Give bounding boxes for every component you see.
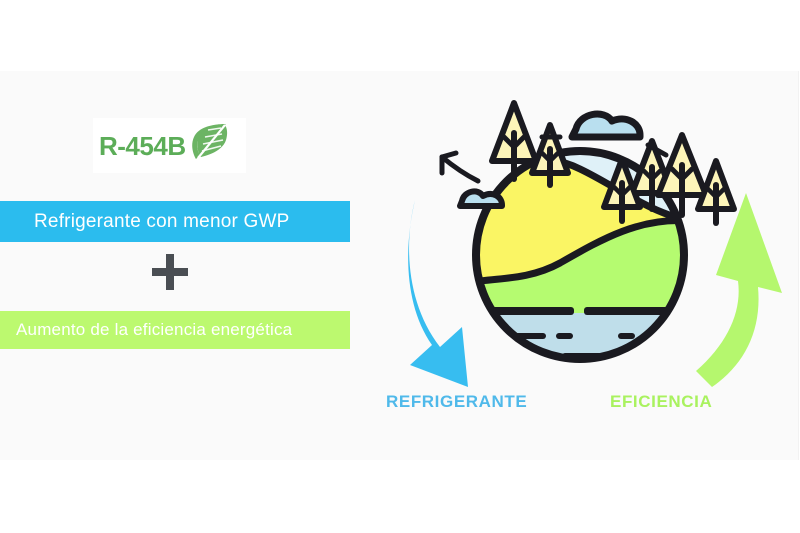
globe bbox=[472, 147, 688, 363]
benefit-label-refrigerant: Refrigerante con menor GWP bbox=[34, 210, 290, 232]
caption-refrigerante: REFRIGERANTE bbox=[386, 392, 528, 411]
benefit-pill-refrigerant: Refrigerante con menor GWP bbox=[0, 201, 350, 242]
efficiency-arrow bbox=[696, 193, 782, 387]
tree-cluster-left bbox=[489, 100, 571, 188]
motion-marks bbox=[439, 134, 669, 184]
cloud-large bbox=[568, 110, 644, 141]
r454b-logo-badge: R-454B bbox=[93, 118, 246, 173]
cloud-small bbox=[457, 188, 505, 209]
tree-cluster-right bbox=[601, 132, 737, 226]
benefits-column: R-454B Refrigerante con menor GWP Aument… bbox=[0, 71, 360, 460]
earth-globe-illustration bbox=[390, 75, 800, 435]
plus-icon bbox=[152, 254, 188, 290]
leaf-icon bbox=[188, 121, 230, 170]
refrigerant-arrow bbox=[408, 200, 468, 387]
logo-label: R-454B bbox=[99, 130, 186, 161]
benefit-label-efficiency: Aumento de la eficiencia energética bbox=[16, 320, 293, 339]
caption-row: REFRIGERANTE EFICIENCIA bbox=[370, 392, 790, 418]
benefit-pill-efficiency: Aumento de la eficiencia energética bbox=[0, 311, 350, 349]
caption-eficiencia: EFICIENCIA bbox=[610, 392, 713, 411]
